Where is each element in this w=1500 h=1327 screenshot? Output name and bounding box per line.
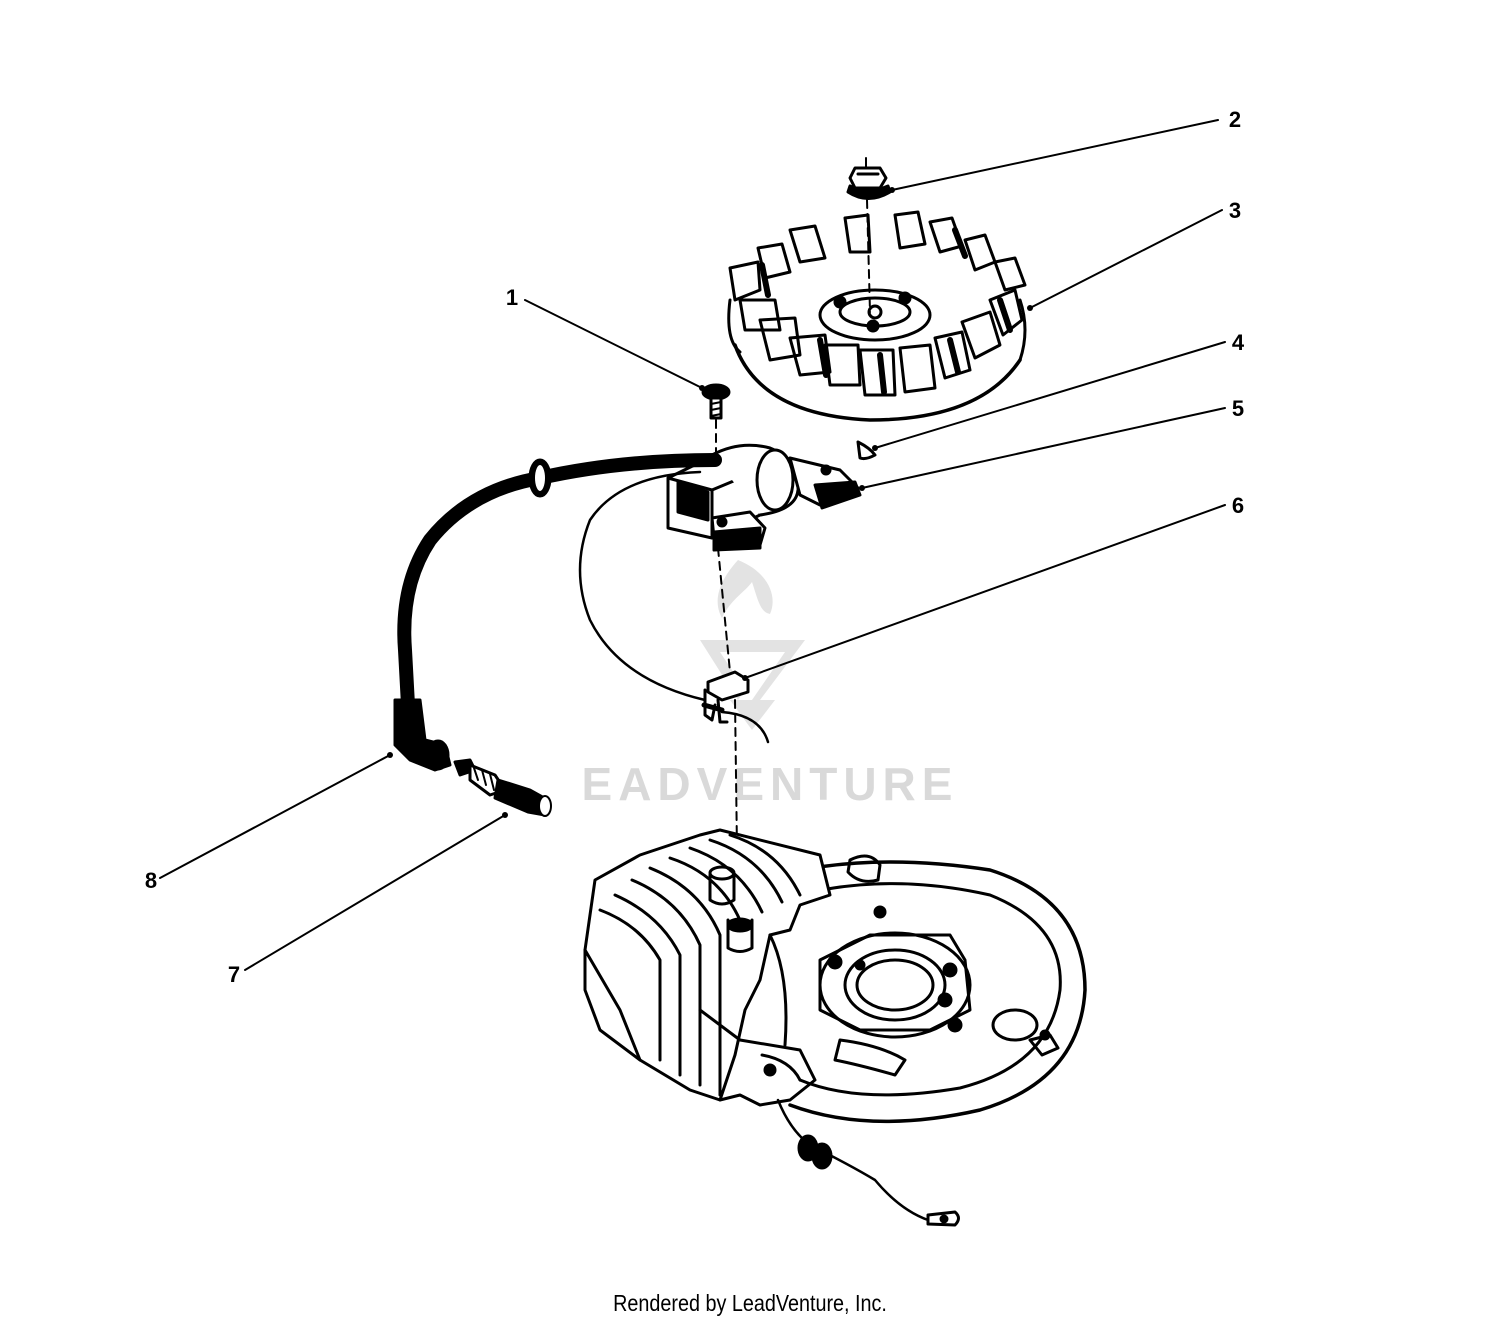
- leader-line-2: [891, 119, 1219, 191]
- callout-4: 4: [1232, 330, 1245, 355]
- callout-8: 8: [145, 868, 157, 893]
- wire-clip: [701, 670, 770, 744]
- render-credit: Rendered by LeadVenture, Inc.: [613, 1290, 887, 1316]
- spark-plug-lead: [393, 453, 722, 772]
- spark-plug: [453, 758, 552, 817]
- leader-dots: [387, 187, 1033, 818]
- callout-1: 1: [506, 285, 518, 310]
- callout-7: 7: [228, 962, 240, 987]
- callout-labels: 1 2 3 4 5 6 7 8: [145, 107, 1245, 987]
- callout-3: 3: [1229, 198, 1241, 223]
- callout-5: 5: [1232, 396, 1244, 421]
- watermark-logo: [700, 560, 805, 730]
- stop-wire: [776, 1098, 960, 1227]
- flywheel: [727, 210, 1027, 422]
- callout-6: 6: [1232, 493, 1244, 518]
- leader-line-6: [744, 504, 1226, 679]
- leadventure-watermark: EADVENTURE: [582, 560, 959, 810]
- watermark-text: EADVENTURE: [582, 758, 959, 810]
- leader-line-7: [244, 814, 506, 971]
- callout-2: 2: [1229, 107, 1241, 132]
- leader-line-3: [1029, 209, 1223, 309]
- engine-block: [583, 828, 1087, 1124]
- ground-wire: [578, 470, 707, 702]
- leader-lines: [159, 119, 1226, 971]
- leader-line-5: [861, 407, 1226, 489]
- ignition-module: [666, 443, 862, 552]
- leader-line-1: [524, 299, 703, 389]
- leader-line-8: [159, 754, 391, 879]
- screw: [701, 383, 731, 420]
- flywheel-nut: [846, 157, 892, 200]
- leader-line-4: [874, 341, 1226, 449]
- flywheel-key: [856, 440, 877, 461]
